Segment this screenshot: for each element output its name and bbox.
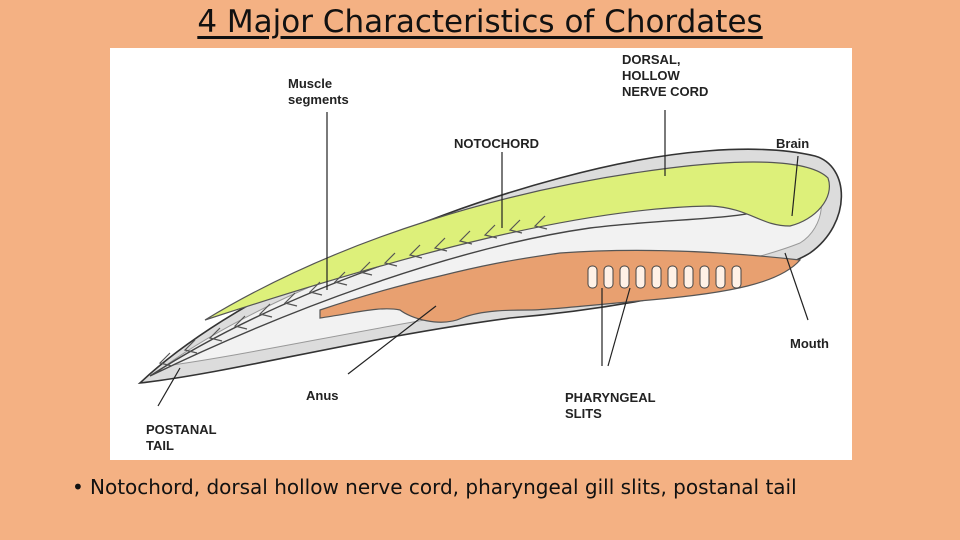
chordate-diagram: Muscle segments DORSAL, HOLLOW NERVE COR… — [110, 48, 852, 460]
label-brain: Brain — [776, 136, 810, 151]
label-pharyngeal-slits: PHARYNGEAL SLITS — [565, 390, 656, 421]
dorsal-nerve-cord — [204, 161, 830, 321]
leader-lines — [157, 110, 809, 407]
muscle-segments — [158, 215, 548, 367]
pharyngeal-slits — [587, 265, 742, 289]
label-notochord: NOTOCHORD — [454, 136, 539, 151]
bullet-text: Notochord, dorsal hollow nerve cord, pha… — [90, 475, 797, 499]
bullet-item: •Notochord, dorsal hollow nerve cord, ph… — [72, 474, 950, 501]
label-muscle-segments: Muscle segments — [288, 76, 349, 107]
slide-title: 4 Major Characteristics of Chordates — [197, 4, 763, 40]
label-mouth: Mouth — [790, 336, 829, 351]
gut — [319, 249, 802, 323]
label-dorsal-nerve-cord: DORSAL, HOLLOW NERVE CORD — [622, 52, 709, 99]
label-anus: Anus — [306, 388, 339, 403]
bullet-dot: • — [72, 475, 84, 499]
chordate-illustration — [137, 110, 843, 407]
label-postanal-tail: POSTANAL TAIL — [146, 422, 217, 453]
